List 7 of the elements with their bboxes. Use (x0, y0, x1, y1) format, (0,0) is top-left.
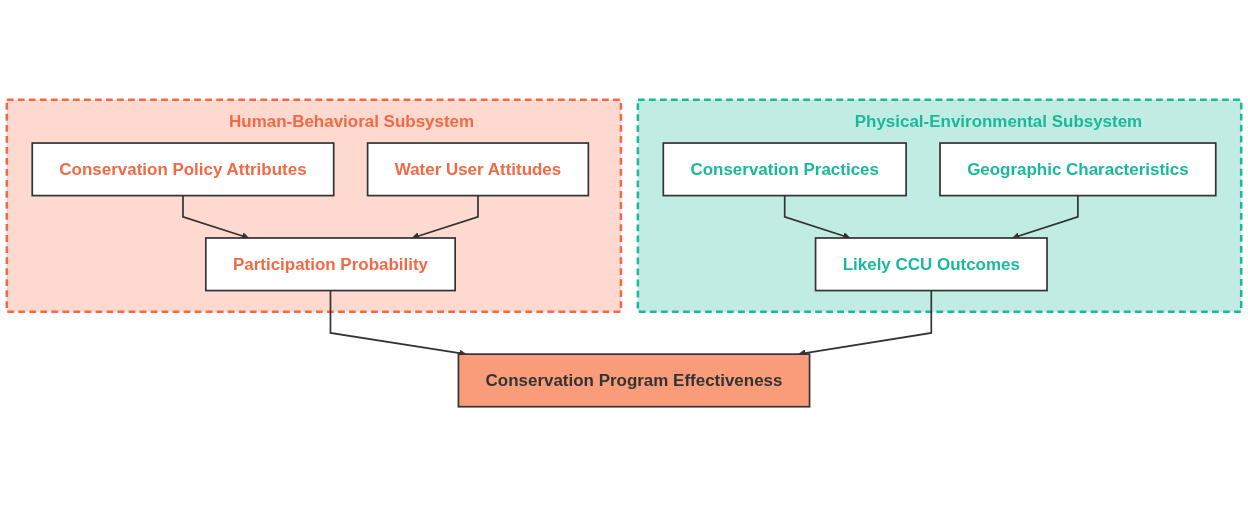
node-box: Participation Probability (204, 236, 456, 292)
node-box: Geographic Characteristics (939, 141, 1217, 197)
node-box: Water User Attitudes (366, 141, 590, 197)
node-box: Likely CCU Outcomes (814, 236, 1048, 292)
node-box: Conservation Policy Attributes (31, 141, 335, 197)
node-box: Conservation Program Effectiveness (457, 353, 811, 408)
node-box: Conservation Practices (662, 141, 907, 197)
